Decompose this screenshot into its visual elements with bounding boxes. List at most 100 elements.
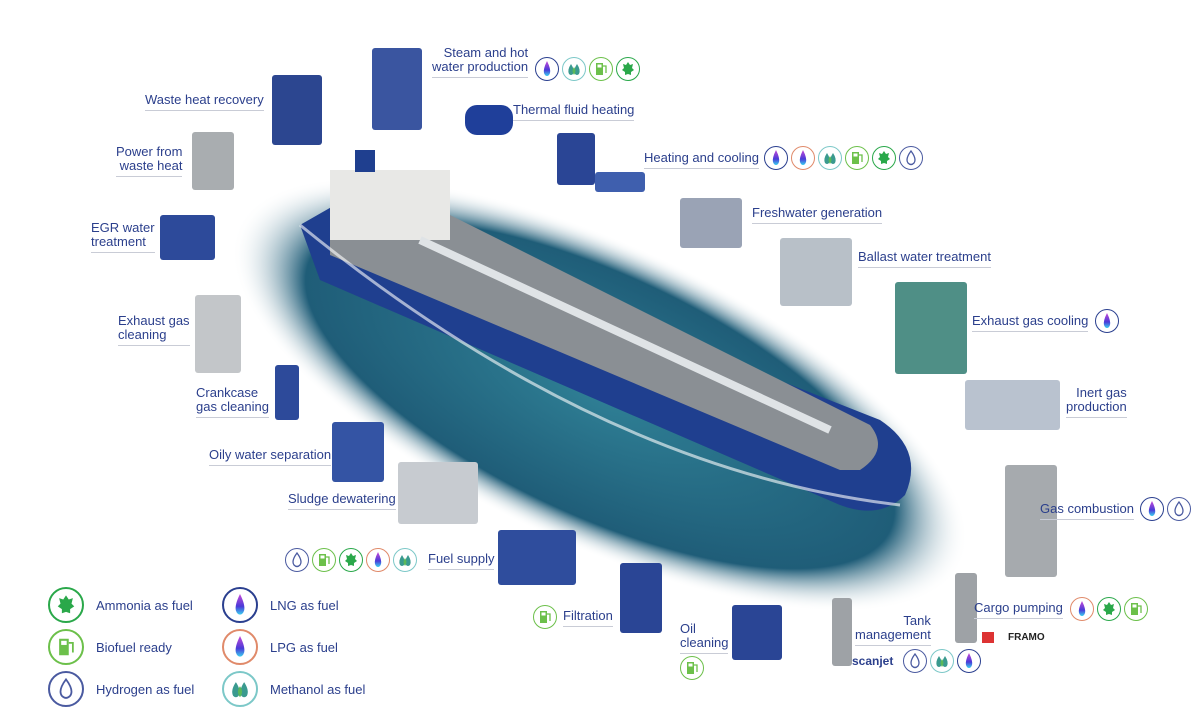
legend-label: LNG as fuel: [270, 597, 339, 613]
label-waste-heat-recovery: Waste heat recovery: [145, 93, 264, 111]
ammonia-fuel-badge: [616, 57, 640, 81]
lpg-fuel-badge: [791, 146, 815, 170]
label-ballast-water-treatment: Ballast water treatment: [858, 250, 991, 268]
biofuel-fuel-badge: [589, 57, 613, 81]
hydrogen-fuel-badge: [1167, 497, 1191, 521]
lng-fuel-badge: [535, 57, 559, 81]
gas-combustion-fuel-icons: [1140, 497, 1191, 521]
flame-icon: [374, 552, 382, 567]
twin-drop-icon: [232, 682, 248, 698]
cargo-pumping-fuel-icons: [1070, 597, 1148, 621]
freshwater-generator-image: [680, 198, 742, 248]
exhaust-cooling-fuel-icons: [1095, 309, 1119, 333]
twin-drop-icon: [568, 64, 580, 75]
legend-item-lpg: LPG as fuel: [222, 629, 338, 665]
label-oil-cleaning: Oil cleaning: [680, 622, 729, 654]
hydrogen-fuel-badge: [285, 548, 309, 572]
framo-logo: FRAMO: [982, 632, 1045, 643]
plate-heat-exchanger-image: [557, 133, 595, 185]
flame-icon: [1148, 501, 1156, 516]
lng-fuel-badge: [764, 146, 788, 170]
oily-water-separator-image: [332, 422, 384, 482]
water-drop-icon: [1174, 501, 1184, 517]
biofuel-fuel-badge: [680, 656, 704, 680]
flame-icon: [543, 61, 551, 76]
lng-fuel-badge: [1095, 309, 1119, 333]
leaf-icon: [57, 595, 75, 614]
water-drop-icon: [292, 552, 302, 568]
ship-funnel: [355, 150, 375, 172]
label-crankcase-gas-cleaning: Crankcase gas cleaning: [196, 386, 269, 418]
flame-icon: [772, 150, 780, 165]
oil-cleaning-fuel-icons: [680, 656, 704, 680]
twin-drop-icon: [399, 555, 411, 566]
inert-gas-image: [965, 380, 1060, 430]
flame-icon: [1078, 601, 1086, 616]
legend-label: LPG as fuel: [270, 639, 338, 655]
fuel-pump-icon: [319, 554, 330, 566]
legend-label: Hydrogen as fuel: [96, 681, 195, 697]
flame-icon: [965, 653, 973, 668]
heating-cooling-fuel-icons: [764, 146, 923, 170]
label-oily-water-separation: Oily water separation: [209, 448, 332, 466]
ammonia-fuel-badge: [872, 146, 896, 170]
twin-drop-icon: [824, 153, 836, 164]
oil-separator-image: [732, 605, 782, 660]
legend-label: Biofuel ready: [96, 639, 172, 655]
fuel-supply-fuel-icons: [285, 548, 417, 572]
flame-icon: [799, 150, 807, 165]
label-sludge-dewatering: Sludge dewatering: [288, 492, 396, 510]
label-egr-water-treatment: EGR water treatment: [91, 221, 155, 253]
fuel-pump-icon: [687, 662, 698, 674]
methanol-fuel-badge: [393, 548, 417, 572]
methanol-fuel-badge: [818, 146, 842, 170]
fuel-pump-icon: [1131, 603, 1142, 615]
hydrogen-fuel-badge: [48, 671, 84, 707]
label-tank-management: Tank management: [855, 614, 931, 646]
egr-treatment-image: [160, 215, 215, 260]
fuel-pump-icon: [540, 611, 551, 623]
crankcase-separator-image: [275, 365, 299, 420]
legend-item-hydrogen: Hydrogen as fuel: [48, 671, 194, 707]
ammonia-fuel-badge: [48, 587, 84, 623]
legend-item-biofuel: Biofuel ready: [48, 629, 172, 665]
tank-cleaning-machine-image: [832, 598, 852, 666]
power-from-waste-heat-image: [192, 132, 234, 190]
sludge-dewatering-image: [398, 462, 478, 524]
label-power-from-waste-heat: Power from waste heat: [116, 145, 183, 177]
label-freshwater-generation: Freshwater generation: [752, 206, 883, 224]
exhaust-gas-cleaning-image: [195, 295, 241, 373]
leaf-icon: [1103, 602, 1115, 615]
fuel-pump-icon: [596, 63, 607, 75]
tank-management-fuel-icons: [903, 649, 981, 673]
hydrogen-fuel-badge: [899, 146, 923, 170]
hydrogen-fuel-badge: [903, 649, 927, 673]
label-exhaust-gas-cleaning: Exhaust gas cleaning: [118, 314, 190, 346]
thermal-fluid-heater-image: [465, 105, 513, 135]
filter-image: [620, 563, 662, 633]
legend-item-ammonia: Ammonia as fuel: [48, 587, 193, 623]
label-steam-hot-water: Steam and hot water production: [432, 46, 529, 78]
fuel-pump-icon: [852, 152, 863, 164]
water-drop-icon: [59, 678, 73, 699]
flame-icon: [235, 594, 245, 615]
lng-fuel-badge: [1140, 497, 1164, 521]
biofuel-fuel-badge: [533, 605, 557, 629]
lng-fuel-badge: [957, 649, 981, 673]
biofuel-fuel-badge: [1124, 597, 1148, 621]
fuel-pump-icon: [59, 638, 74, 656]
methanol-fuel-badge: [222, 671, 258, 707]
steam-boiler-image: [372, 48, 422, 130]
label-heating-cooling: Heating and cooling: [644, 151, 759, 169]
exhaust-gas-cooling-image: [895, 282, 967, 374]
label-filtration: Filtration: [563, 609, 613, 627]
water-drop-icon: [906, 150, 916, 166]
label-thermal-fluid-heating: Thermal fluid heating: [513, 103, 635, 121]
biofuel-fuel-badge: [48, 629, 84, 665]
deck-walkway: [418, 236, 832, 434]
legend-item-methanol: Methanol as fuel: [222, 671, 365, 707]
fuel-supply-image: [498, 530, 576, 585]
label-cargo-pumping: Cargo pumping: [974, 601, 1063, 619]
legend-item-lng: LNG as fuel: [222, 587, 339, 623]
